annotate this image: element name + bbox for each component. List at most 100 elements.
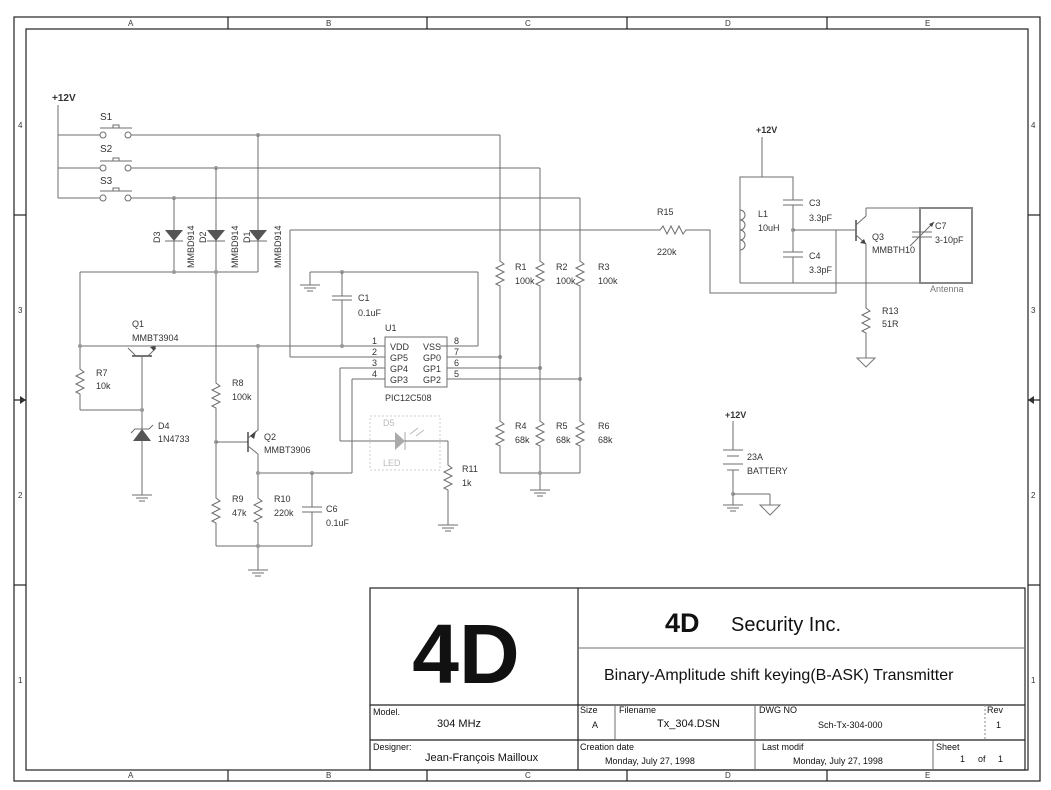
antenna-loop [919, 207, 973, 284]
q1-ref: Q1 [132, 319, 144, 329]
sheet-number: 1 [960, 754, 965, 764]
pin-number: 3 [372, 358, 377, 368]
rf-oscillator: R15 220k +12V L1 10uH C3 3.3pF C4 3.3pF … [655, 125, 973, 368]
resistor-ref: R2 [556, 262, 568, 272]
resistor-value: 100k [556, 276, 576, 286]
resistor-value: 68k [515, 435, 530, 445]
r10-value: 220k [274, 508, 294, 518]
zone-label: D [725, 19, 731, 28]
zone-label: B [326, 771, 331, 780]
switch-section: +12V S1 S2 S3 [52, 93, 580, 202]
size-label: Size [580, 705, 598, 715]
l1-value: 10uH [758, 223, 780, 233]
q2-ref: Q2 [264, 432, 276, 442]
u1-ref: U1 [385, 323, 397, 333]
r13-ref: R13 [882, 306, 899, 316]
pin-name: GP4 [390, 364, 408, 374]
zone-label: A [128, 19, 134, 28]
company-bold: 4D [665, 608, 700, 638]
rev-value: 1 [996, 720, 1001, 730]
l1-ref: L1 [758, 209, 768, 219]
q1-regulator: Q1 MMBT3904 R7 10k D4 1N4733 [75, 272, 372, 502]
title-block: 4D 4D Security Inc. Binary-Amplitude shi… [369, 587, 1026, 771]
r15-ref: R15 [657, 207, 674, 217]
creation-label: Creation date [580, 742, 634, 752]
zone-label: 2 [18, 491, 23, 500]
c7-ref: C7 [935, 221, 947, 231]
pin-number: 1 [372, 336, 377, 346]
r11-ref: R11 [462, 464, 478, 474]
switch-label: S3 [100, 176, 113, 187]
diode-part: MMBD914 [186, 225, 196, 268]
diode-ref: D3 [152, 231, 162, 243]
battery-type: 23A [747, 452, 763, 462]
r8-ref: R8 [232, 378, 244, 388]
creation-value: Monday, July 27, 1998 [605, 756, 695, 766]
antenna-label: Antenna [930, 284, 964, 294]
q3-ref: Q3 [872, 232, 884, 242]
r8-value: 100k [232, 392, 252, 402]
resistor-ref: R1 [515, 262, 527, 272]
pin-number: 6 [454, 358, 459, 368]
c1-ref: C1 [358, 293, 370, 303]
zone-label: E [925, 771, 930, 780]
battery-label: BATTERY [747, 466, 788, 476]
switch-label: S2 [100, 144, 113, 155]
zone-label: 1 [1031, 676, 1036, 685]
rev-label: Rev [987, 705, 1004, 715]
u1-microcontroller: C1 0.1uF U1 PIC12C508 1 2 3 4 VDD GP5 GP… [289, 229, 655, 441]
resistor-value: 100k [515, 276, 535, 286]
zone-label: C [525, 771, 531, 780]
c3-ref: C3 [809, 198, 821, 208]
q1-part: MMBT3904 [132, 333, 179, 343]
supply-label: +12V [52, 93, 76, 104]
led-d5: D5 LED R11 1k [340, 415, 478, 532]
c3-value: 3.3pF [809, 213, 833, 223]
c4-value: 3.3pF [809, 265, 833, 275]
u1-body [384, 336, 448, 388]
r9-ref: R9 [232, 494, 244, 504]
switch-s1: S1 [99, 112, 132, 139]
diode-part: MMBD914 [230, 225, 240, 268]
sheet-of: of [978, 754, 986, 764]
r7-value: 10k [96, 381, 111, 391]
steering-diodes: D3 MMBD914 D2 MMBD914 D1 MMBD914 [80, 135, 283, 380]
pin-name: VSS [423, 342, 441, 352]
c6-ref: C6 [326, 504, 338, 514]
c1-value: 0.1uF [358, 308, 382, 318]
pin-name: GP1 [423, 364, 441, 374]
pin-number: 4 [372, 369, 377, 379]
pin-number: 7 [454, 347, 459, 357]
pin-name: VDD [390, 342, 410, 352]
designer-value: Jean-François Mailloux [425, 752, 539, 764]
zone-label: E [925, 19, 930, 28]
modif-label: Last modif [762, 742, 804, 752]
size-value: A [592, 720, 598, 730]
filename-label: Filename [619, 705, 656, 715]
designer-label: Designer: [373, 742, 412, 752]
r10-ref: R10 [274, 494, 291, 504]
resistor-value: 68k [556, 435, 571, 445]
u1-part: PIC12C508 [385, 393, 432, 403]
r9-value: 47k [232, 508, 247, 518]
zone-label: 4 [1031, 121, 1036, 130]
model-value: 304 MHz [437, 718, 481, 730]
q2-part: MMBT3906 [264, 445, 311, 455]
resistor-ref: R3 [598, 262, 610, 272]
d4-ref: D4 [158, 421, 170, 431]
logo-4d: 4D [412, 607, 519, 701]
pin-name: GP2 [423, 375, 441, 385]
rf-supply-label: +12V [756, 125, 777, 135]
sheet-label: Sheet [936, 742, 960, 752]
d5-part: LED [383, 458, 401, 468]
modif-value: Monday, July 27, 1998 [793, 756, 883, 766]
zone-label: 3 [1031, 306, 1036, 315]
company-name: Security Inc. [731, 614, 841, 636]
sheet-total: 1 [998, 754, 1003, 764]
resistor-ref: R5 [556, 421, 568, 431]
zone-label: 1 [18, 676, 23, 685]
diode-ref: D1 [242, 231, 252, 243]
pin-number: 5 [454, 369, 459, 379]
switch-label: S1 [100, 112, 113, 123]
